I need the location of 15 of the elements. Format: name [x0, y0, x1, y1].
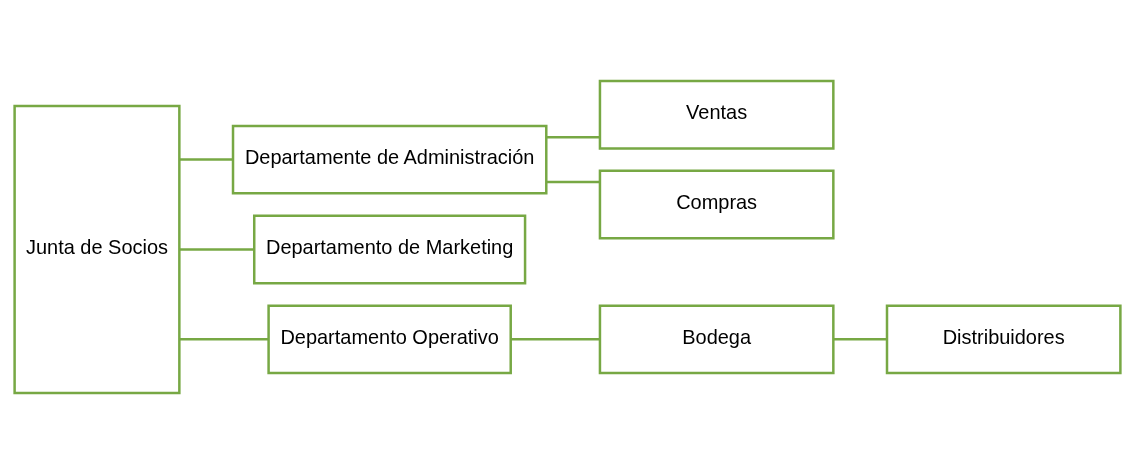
connector: [510, 337, 600, 341]
node-box: Junta de Socios: [13, 104, 181, 394]
connector: [179, 157, 233, 161]
node-box: Ventas: [598, 79, 835, 150]
node-box: Compras: [598, 169, 835, 239]
node-box: Distribuidores: [885, 303, 1122, 374]
node-box: Departamento de Marketing: [253, 214, 527, 284]
node-box: Departamento Operativo: [267, 303, 512, 374]
connector: [546, 135, 600, 138]
node-box: Bodega: [598, 303, 835, 374]
connector: [179, 247, 254, 251]
connector: [179, 337, 269, 341]
connector: [833, 337, 887, 341]
connector: [546, 180, 600, 183]
node-box: Departamente de Administración: [231, 124, 548, 195]
